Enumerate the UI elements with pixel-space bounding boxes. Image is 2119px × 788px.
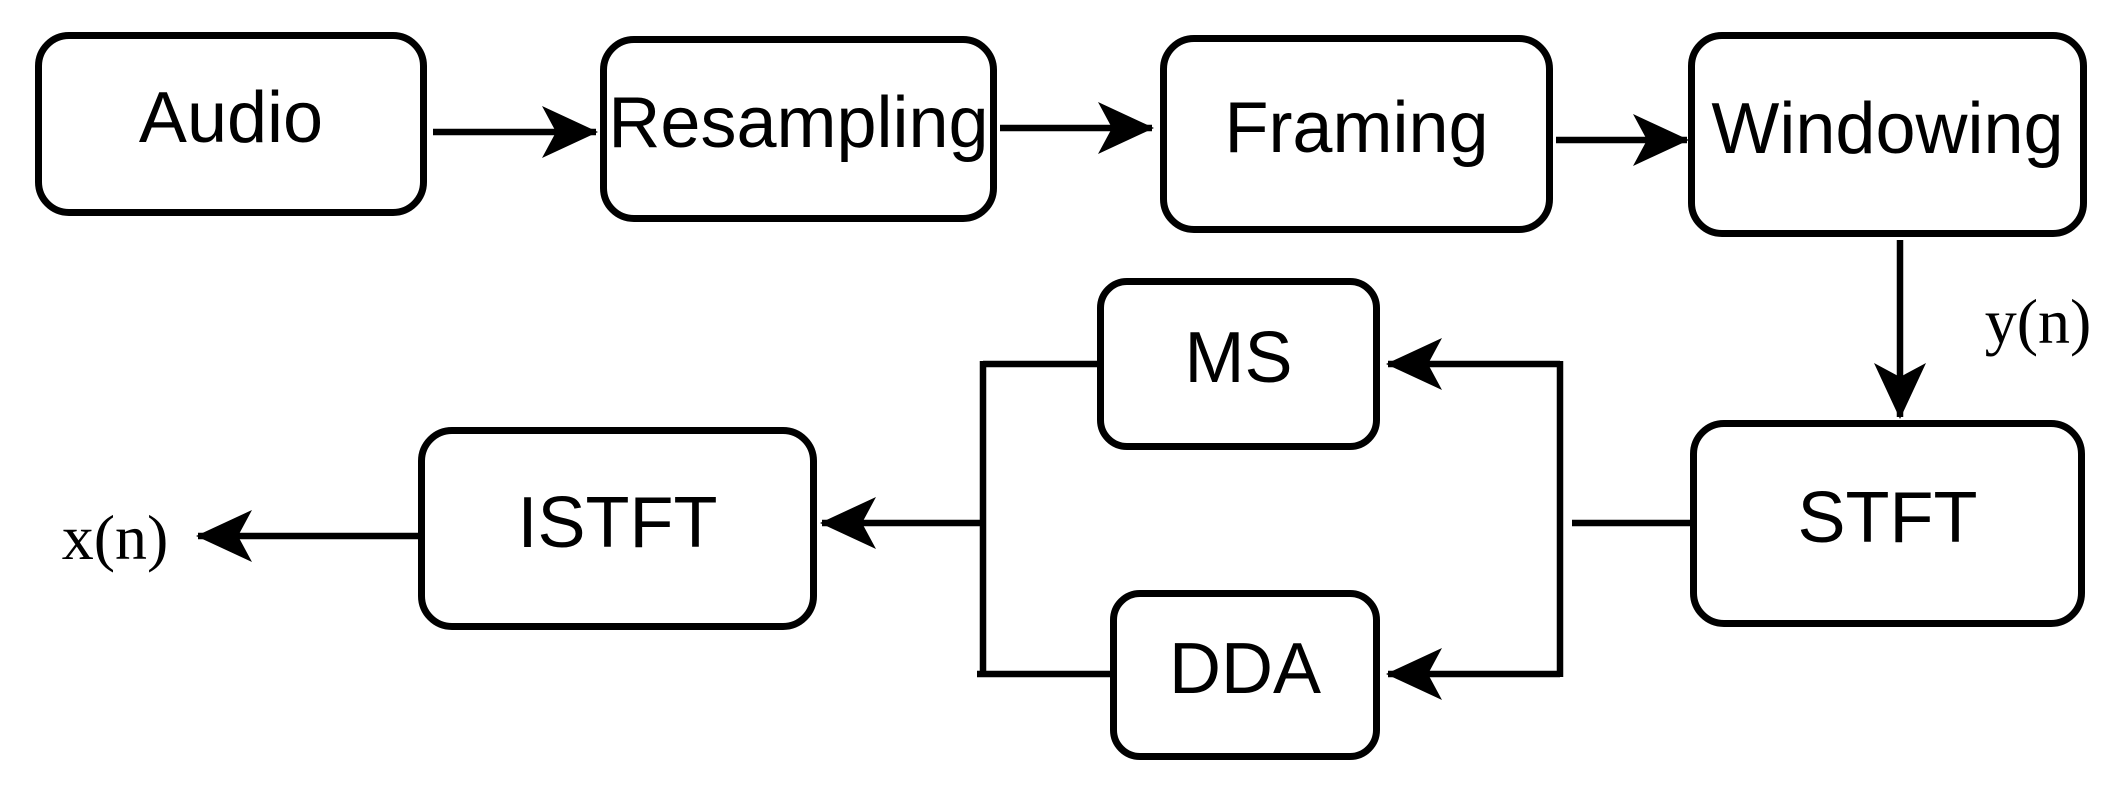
node-windowing-label: Windowing bbox=[1711, 88, 2064, 169]
label-yn-signal: y(n) bbox=[1984, 286, 2092, 357]
node-windowing: Windowing bbox=[1688, 32, 2087, 237]
node-ms-label: MS bbox=[1184, 318, 1293, 398]
label-xn-signal: x(n) bbox=[61, 502, 169, 573]
node-resampling: Resampling bbox=[600, 36, 997, 222]
node-stft: STFT bbox=[1690, 420, 2085, 627]
node-framing: Framing bbox=[1160, 35, 1553, 233]
node-dda-label: DDA bbox=[1168, 629, 1321, 709]
node-stft-label: STFT bbox=[1797, 477, 1978, 558]
node-audio-label: Audio bbox=[138, 78, 324, 158]
node-resampling-label: Resampling bbox=[608, 83, 989, 163]
node-audio: Audio bbox=[35, 32, 427, 216]
node-istft: ISTFT bbox=[418, 427, 817, 630]
node-istft-label: ISTFT bbox=[517, 482, 718, 563]
node-framing-label: Framing bbox=[1224, 88, 1489, 168]
node-dda: DDA bbox=[1110, 590, 1380, 760]
node-ms: MS bbox=[1097, 278, 1380, 450]
